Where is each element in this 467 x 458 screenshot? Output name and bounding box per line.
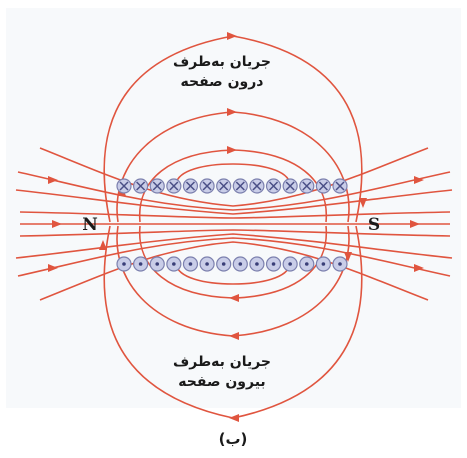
cross-mark [152, 181, 162, 191]
arrow-icon [410, 220, 420, 228]
arrow-icon [229, 294, 239, 302]
dot-mark [288, 262, 292, 266]
field-line-fan [17, 237, 451, 277]
arrow-icon [48, 264, 58, 272]
dot-mark [304, 262, 309, 266]
arrow-icon [227, 108, 237, 116]
cross-mark [335, 181, 345, 191]
field-line-small-top [175, 163, 291, 185]
arrow-icon [344, 252, 352, 262]
dot-mark [338, 262, 342, 266]
arrow-icon [227, 146, 237, 154]
arrow-icon [48, 176, 58, 184]
cross-mark [269, 181, 279, 191]
cross-mark [169, 181, 179, 191]
field-line-center-upper [19, 211, 451, 219]
cross-mark [219, 181, 229, 191]
arrow-icon [229, 332, 239, 340]
field-line-fan [15, 233, 453, 259]
diagram-background [6, 8, 461, 408]
bottom-caption-line1: جریان به‌طرف [173, 354, 271, 370]
dot-mark [321, 262, 326, 266]
field-line-small-bottom [175, 263, 291, 285]
arrow-icon [227, 32, 237, 40]
dot-mark [122, 262, 126, 266]
cross-mark [302, 181, 312, 191]
north-pole-label: N [82, 215, 98, 235]
cross-mark [185, 181, 195, 191]
dot-mark [188, 262, 193, 266]
cross-mark [136, 181, 146, 191]
field-line-fan [39, 241, 429, 301]
cross-mark [119, 181, 129, 191]
top-caption-line1: جریان به‌طرف [173, 54, 271, 70]
arrow-icon [359, 198, 367, 208]
arrow-icon [52, 220, 62, 228]
dot-mark [238, 262, 243, 266]
dot-mark [221, 262, 226, 266]
arrow-icon [414, 264, 424, 272]
cross-mark [235, 181, 245, 191]
figure-label: (ب) [219, 430, 248, 448]
dot-mark [172, 262, 176, 266]
top-caption-line2: درون صفحه [181, 74, 264, 90]
arrow-icon [229, 414, 239, 422]
cross-mark [202, 181, 212, 191]
dot-mark [155, 262, 160, 266]
field-line-fan [39, 147, 429, 207]
dot-mark [205, 262, 209, 266]
arrow-icon [414, 176, 424, 184]
dot-mark [271, 262, 276, 266]
cross-mark [252, 181, 262, 191]
field-line-center-lower [19, 229, 451, 237]
cross-mark [285, 181, 295, 191]
field-line-fan [15, 189, 453, 215]
south-pole-label: S [368, 215, 380, 235]
field-line-fan [17, 171, 451, 211]
coil-row-out-of-page [116, 256, 348, 272]
cross-mark [318, 181, 328, 191]
dot-mark [255, 262, 259, 266]
dot-mark [138, 262, 143, 266]
arrow-icon [99, 240, 107, 250]
bottom-caption-line2: بیرون صفحه [178, 374, 265, 390]
coil-row-into-page [116, 178, 348, 194]
